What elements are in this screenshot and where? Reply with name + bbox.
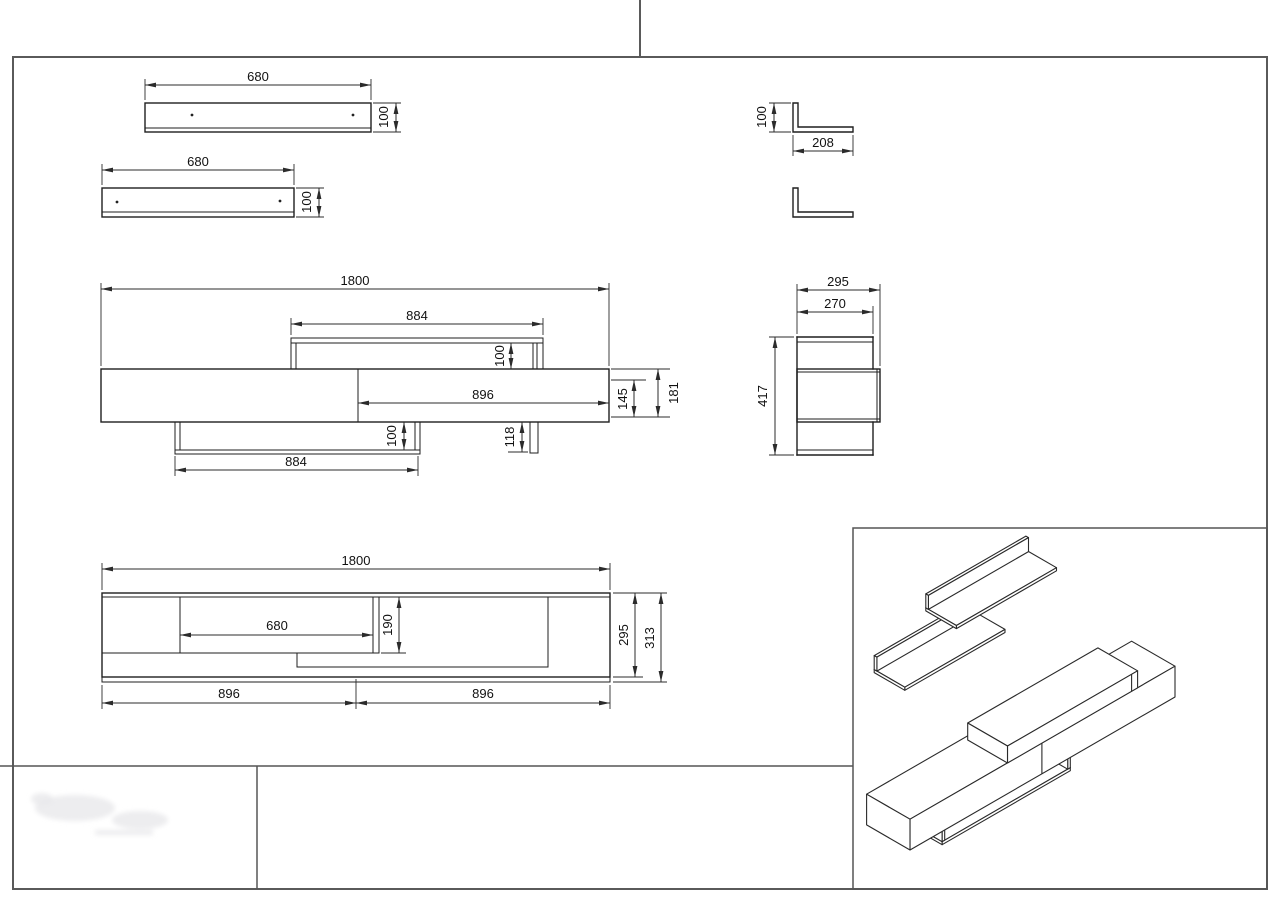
dim-front-upper-shelf-width: 884 bbox=[406, 308, 428, 323]
dim-front-overall-width: 1800 bbox=[341, 273, 370, 288]
logo-smudge bbox=[31, 793, 168, 835]
dim-side-overall-height: 417 bbox=[755, 385, 770, 407]
dim-front-lower-shelf-width: 884 bbox=[285, 454, 307, 469]
dim-shelf-b-length: 680 bbox=[187, 154, 209, 169]
dim-plan-left-section: 896 bbox=[218, 686, 240, 701]
sheet-frame bbox=[0, 0, 1268, 890]
dim-plan-overall-depth: 313 bbox=[642, 627, 657, 649]
dim-front-back-leg-drop: 118 bbox=[502, 427, 517, 448]
dim-side-top-depth: 270 bbox=[824, 296, 846, 311]
dim-plan-right-section: 896 bbox=[472, 686, 494, 701]
dim-front-upper-shelf-height: 100 bbox=[492, 345, 507, 367]
dim-front-overall-height: 181 bbox=[666, 382, 681, 404]
screw-hole bbox=[278, 199, 282, 203]
shelf-b-view: 680 100 bbox=[101, 154, 324, 218]
dim-shelf-b-height: 100 bbox=[299, 191, 314, 213]
plan-view: 1800 680 190 295 313 896 896 bbox=[101, 553, 667, 709]
bracket-profile-view-2 bbox=[792, 187, 854, 218]
screw-hole bbox=[351, 113, 355, 117]
dim-bracket-height: 100 bbox=[754, 106, 769, 128]
dim-bracket-depth: 208 bbox=[812, 135, 834, 150]
front-view: 1800 884 100 896 145 181 118 100 884 bbox=[100, 273, 681, 476]
side-view: 295 270 417 bbox=[755, 274, 881, 456]
dim-shelf-a-length: 680 bbox=[247, 69, 269, 84]
bracket-profile-view-1: 100 208 bbox=[754, 102, 854, 156]
drawing-border bbox=[12, 56, 1268, 890]
shelf-a-view: 680 100 bbox=[144, 69, 401, 133]
dim-side-overall-depth: 295 bbox=[827, 274, 849, 289]
iso-view bbox=[866, 535, 1176, 851]
dim-front-body-height: 145 bbox=[615, 388, 630, 410]
dim-front-lower-shelf-height: 100 bbox=[384, 425, 399, 447]
dim-plan-body-depth: 295 bbox=[616, 624, 631, 646]
dim-plan-overall-width: 1800 bbox=[342, 553, 371, 568]
iso-view-border bbox=[852, 527, 1268, 890]
dim-shelf-a-height: 100 bbox=[376, 106, 391, 128]
screw-hole bbox=[190, 113, 194, 117]
screw-hole bbox=[115, 200, 119, 204]
dim-plan-opening-width: 680 bbox=[266, 618, 288, 633]
dim-front-right-section: 896 bbox=[472, 387, 494, 402]
dim-plan-opening-depth: 190 bbox=[380, 614, 395, 636]
